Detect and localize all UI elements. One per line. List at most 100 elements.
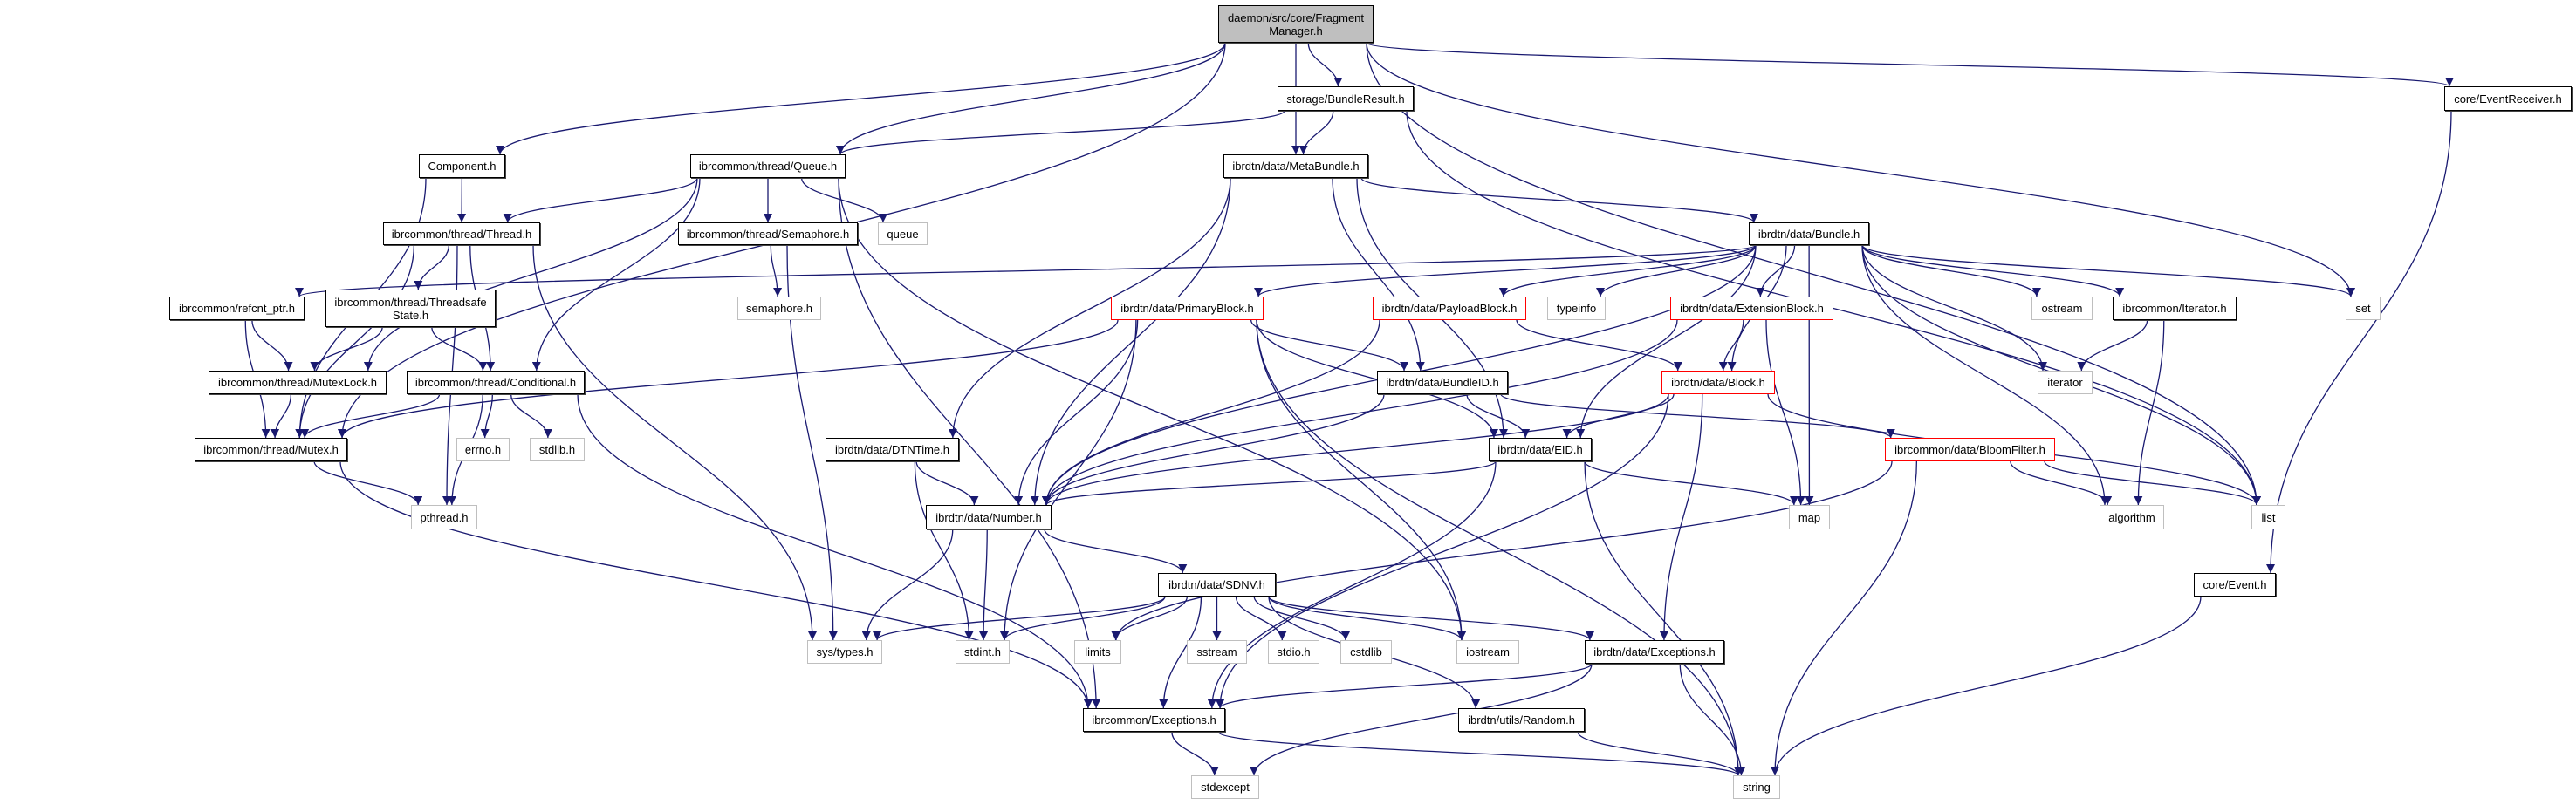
edge-primary-to-iostream [1256, 319, 1466, 641]
node-dataexc[interactable]: ibrdtn/data/Exceptions.h [1585, 640, 1724, 664]
node-map: map [1789, 505, 1830, 529]
edge-bundle-to-set [1861, 244, 2355, 297]
node-eventreceiver[interactable]: core/EventReceiver.h [2444, 86, 2572, 111]
edge-dataexc-to-ibcexc [1216, 663, 1593, 709]
edge-bloom-to-string [1771, 460, 1918, 776]
edge-queue-to-ibcexc [838, 177, 1101, 709]
edge-queue-to-queue_std [800, 177, 887, 223]
edge-eventreceiver-to-event [2266, 110, 2452, 574]
edge-dtntime-to-stdint [914, 460, 974, 641]
node-errno: errno.h [456, 438, 510, 461]
edge-refcnt-to-mutexlock [251, 319, 293, 372]
node-number[interactable]: ibrdtn/data/Number.h [926, 505, 1052, 529]
node-bundle[interactable]: ibrdtn/data/Bundle.h [1749, 222, 1869, 245]
node-mutexlock[interactable]: ibrcommon/thread/MutexLock.h [209, 371, 387, 394]
edge-threadsafe-to-conditional [431, 326, 488, 372]
node-thread[interactable]: ibrcommon/thread/Thread.h [383, 222, 540, 245]
edge-root-to-bundleresult [1307, 42, 1343, 87]
edge-bundle-to-payload [1498, 244, 1757, 297]
edge-bundle-to-typeinfo [1596, 244, 1757, 297]
edge-primary-to-eid [1256, 319, 1498, 439]
node-semaphore[interactable]: ibrcommon/thread/Semaphore.h [678, 222, 858, 245]
node-ostream: ostream [2031, 297, 2093, 320]
edge-root-to-list [1366, 42, 2261, 506]
node-list: list [2251, 505, 2285, 529]
node-algorithm: algorithm [2100, 505, 2164, 529]
node-iostream: iostream [1456, 640, 1519, 664]
node-typeinfo: typeinfo [1547, 297, 1606, 320]
edge-root-to-set [1366, 42, 2355, 297]
node-ibcexc[interactable]: ibrcommon/Exceptions.h [1083, 708, 1225, 732]
node-threadsafe[interactable]: ibrcommon/thread/Threadsafe State.h [325, 290, 496, 327]
edge-thread-to-threadsafe [414, 244, 450, 290]
edge-mutex-to-pthread [313, 460, 423, 506]
edge-bundle-to-algorithm [1861, 244, 2109, 506]
node-component[interactable]: Component.h [419, 154, 505, 178]
node-eid[interactable]: ibrdtn/data/EID.h [1489, 438, 1592, 461]
edge-dataexc-to-string [1679, 663, 1746, 776]
edge-primary-to-bundleid [1250, 319, 1409, 372]
edge-payload-to-block [1516, 319, 1682, 372]
edge-semaphore-to-semaphore_h [770, 244, 783, 297]
edge-bundle-to-eid [1576, 244, 1757, 439]
node-queue[interactable]: ibrcommon/thread/Queue.h [690, 154, 846, 178]
edge-random-to-string [1577, 731, 1743, 776]
edge-bundle-to-refcnt [295, 244, 1757, 297]
edge-iterator_h-to-iterator [2077, 319, 2148, 372]
node-primary[interactable]: ibrdtn/data/PrimaryBlock.h [1111, 297, 1264, 320]
edge-sdnv-to-limits [1111, 596, 1189, 641]
edge-bundle-to-primary [1254, 244, 1757, 297]
node-dtntime[interactable]: ibrdtn/data/DTNTime.h [826, 438, 959, 461]
edge-root-to-component [496, 42, 1226, 155]
node-payload[interactable]: ibrdtn/data/PayloadBlock.h [1373, 297, 1526, 320]
edge-sdnv-to-iostream [1268, 596, 1466, 641]
edge-mutex-to-ibcexc [339, 460, 1093, 709]
node-bundleid[interactable]: ibrdtn/data/BundleID.h [1377, 371, 1508, 394]
edge-block-to-eid [1562, 393, 1675, 439]
edge-sdnv-to-dataexc [1268, 596, 1594, 641]
edge-primary-to-number [1014, 319, 1139, 506]
edge-extension-to-map [1765, 319, 1805, 506]
edge-mutexlock-to-mutex [271, 393, 292, 439]
node-iterator: iterator [2038, 371, 2093, 394]
edge-sdnv-to-ibcexc [1159, 596, 1202, 709]
node-conditional[interactable]: ibrcommon/thread/Conditional.h [407, 371, 585, 394]
edge-bundle-to-ostream [1861, 244, 2041, 297]
edge-block-to-number [1042, 393, 1669, 506]
edge-iterator_h-to-algorithm [2134, 319, 2165, 506]
edge-bundle-to-extension [1756, 244, 1796, 297]
edge-dataexc-to-stdexcept [1250, 663, 1593, 776]
edge-root-to-queue [836, 42, 1226, 155]
node-extension[interactable]: ibrdtn/data/ExtensionBlock.h [1670, 297, 1833, 320]
edge-block-to-dataexc [1659, 393, 1703, 641]
edge-threadsafe-to-mutexlock [310, 326, 383, 372]
node-event[interactable]: core/Event.h [2194, 573, 2276, 597]
edge-bundleid-to-bloom [1500, 393, 1895, 439]
edge-conditional-to-stdlib [510, 393, 552, 439]
edge-metabundle-to-dtntime [948, 177, 1231, 439]
edge-sdnv-to-cstdlib [1253, 596, 1350, 641]
node-block[interactable]: ibrdtn/data/Block.h [1661, 371, 1775, 394]
node-mutex[interactable]: ibrcommon/thread/Mutex.h [195, 438, 347, 461]
edge-payload-to-number [1042, 319, 1380, 506]
node-refcnt[interactable]: ibrcommon/refcnt_ptr.h [169, 297, 305, 320]
edge-conditional-to-mutex [300, 393, 441, 439]
node-sstream: sstream [1187, 640, 1247, 664]
node-stdint: stdint.h [956, 640, 1010, 664]
edge-bundle-to-iterator_h [1861, 244, 2125, 297]
edge-ibcexc-to-stdexcept [1171, 731, 1219, 776]
edge-metabundle-to-number [1030, 177, 1231, 506]
node-sdnv[interactable]: ibrdtn/data/SDNV.h [1158, 573, 1276, 597]
node-set: set [2346, 297, 2381, 320]
node-bloom[interactable]: ibrcommon/data/BloomFilter.h [1885, 438, 2055, 461]
node-bundleresult[interactable]: storage/BundleResult.h [1278, 86, 1414, 111]
node-metabundle[interactable]: ibrdtn/data/MetaBundle.h [1223, 154, 1368, 178]
edge-queue-to-conditional [531, 177, 701, 372]
edge-number-to-stdint [979, 529, 989, 641]
node-random[interactable]: ibrdtn/utils/Random.h [1458, 708, 1585, 732]
edge-thread-to-systypes [532, 244, 817, 641]
edge-extension-to-number [1042, 319, 1678, 506]
node-iterator-h[interactable]: ibrcommon/Iterator.h [2113, 297, 2237, 320]
node-root[interactable]: daemon/src/core/Fragment Manager.h [1218, 5, 1374, 43]
